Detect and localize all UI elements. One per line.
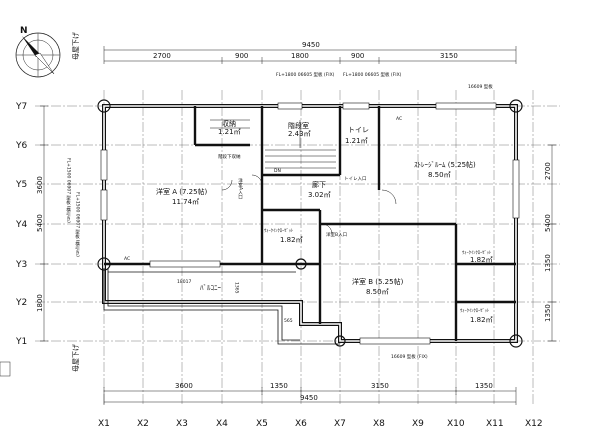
window-tag-left2: FL+1500 06907 型板 (横引き) [75, 192, 81, 257]
stair-treads [210, 119, 336, 169]
room-closet-area: 1.21㎡ [218, 128, 241, 136]
lower-eave-top-label: 母屋下げ [71, 32, 80, 60]
dim-right-2: 5400 [544, 214, 552, 232]
room-yoshitsu-a-name: 洋室 A (7.25帖) [156, 187, 208, 196]
room-toilet-area: 1.21㎡ [345, 137, 368, 145]
columns [97, 99, 523, 348]
room-hall-area: 3.02㎡ [308, 191, 331, 199]
left-dimension-lines [40, 105, 48, 342]
room-wic3-name: ｳｫｰｸｲﾝｸﾛｰｾﾞｯﾄ [460, 307, 489, 314]
legend-box [0, 361, 11, 377]
western-a-entrance-label: 洋室A入口 [238, 177, 244, 201]
axis-y6: Y6 [15, 141, 27, 151]
window-tag-bottom: 16609 型板 (FIX) [391, 353, 428, 360]
bottom-dimension-lines [103, 387, 517, 405]
windows-strips [100, 102, 520, 345]
under-stair-storage-label: 階段下収納 [218, 153, 241, 160]
western-b-entrance-label: 洋室B入口 [326, 231, 347, 238]
dim-bottom-4: 1350 [475, 382, 493, 390]
north-arrow-icon: N [15, 26, 61, 78]
dim-top-1: 2700 [153, 52, 171, 60]
room-stair-area: 2.43㎡ [288, 130, 311, 138]
room-toilet-name: トイレ [348, 126, 369, 134]
axis-y4: Y4 [15, 220, 27, 230]
room-closet-name: 収納 [222, 119, 236, 128]
interior-walls [104, 106, 516, 341]
balcony-outline [103, 268, 340, 345]
dim-right-3: 1350 [544, 254, 552, 272]
dim-bottom-2: 1350 [270, 382, 288, 390]
down-label: DN [274, 168, 281, 174]
axis-x4: X4 [216, 419, 228, 429]
room-storage-name: ｽﾄﾚｰｼﾞﾙｰﾑ (5.25帖) [414, 160, 476, 169]
window-tag-top1: FL+1800 06605 型板 (FIX) [276, 71, 335, 78]
axis-x9: X9 [412, 419, 424, 429]
dim-bottom-1: 3600 [175, 382, 193, 390]
axis-y7: Y7 [15, 102, 27, 112]
room-wic2-name: ｳｫｰｸｲﾝｸﾛｰｾﾞｯﾄ [462, 249, 491, 256]
dim-bottom-3: 3150 [371, 382, 389, 390]
axis-x11: X11 [486, 419, 504, 429]
toilet-entrance-label: トイレ入口 [344, 176, 367, 182]
ac-label-2: AC [124, 256, 130, 262]
axis-y3: Y3 [15, 260, 27, 270]
room-wic1-area: 1.82㎡ [280, 236, 303, 244]
dim-misc-1365: 1365 [234, 282, 240, 294]
dim-top-4: 900 [351, 52, 364, 60]
axis-y2: Y2 [15, 298, 27, 308]
room-yoshitsu-b-name: 洋室 B (5.25帖) [352, 277, 404, 286]
dim-bottom-total: 9450 [300, 394, 318, 402]
axis-x6: X6 [295, 419, 307, 429]
window-tag-top2: FL+1800 06605 型板 (FIX) [343, 71, 402, 78]
door-swings [221, 174, 397, 235]
axis-x5: X5 [256, 419, 268, 429]
room-hall-name: 廊下 [312, 180, 326, 189]
room-wic1-name: ｳｫｰｸｲﾝｸﾛｰｾﾞｯﾄ [264, 227, 293, 234]
axis-x8: X8 [373, 419, 385, 429]
room-yoshitsu-a-area: 11.74㎡ [172, 198, 199, 206]
axis-x3: X3 [176, 419, 188, 429]
window-tag-top3: 16609 型板 [468, 83, 493, 90]
dim-right-4: 1350 [544, 304, 552, 322]
ac-label-1: AC [396, 116, 402, 122]
axis-x12: X12 [525, 419, 543, 429]
dim-left-3: 1800 [36, 294, 44, 312]
north-label: N [20, 26, 28, 36]
room-stair-name: 階段室 [288, 121, 309, 130]
window-tag-balcony: 18017 [177, 279, 191, 285]
dim-top-3: 1800 [291, 52, 309, 60]
dim-top-total: 9450 [302, 41, 320, 49]
room-balcony-name: ﾊﾞﾙｺﾆｰ [200, 284, 221, 292]
axis-x10: X10 [447, 419, 465, 429]
axis-x7: X7 [334, 419, 346, 429]
room-yoshitsu-b-area: 8.50㎡ [366, 288, 389, 296]
room-wic2-area: 1.82㎡ [470, 256, 493, 264]
room-wic3-area: 1.82㎡ [470, 316, 493, 324]
dim-right-1: 2700 [544, 162, 552, 180]
top-dimension-lines [103, 46, 517, 64]
dim-left-2: 5400 [36, 214, 44, 232]
axis-x2: X2 [137, 419, 149, 429]
dim-misc-565: 565 [284, 318, 293, 324]
room-storage-area: 8.50㎡ [428, 171, 451, 179]
dim-left-1: 3600 [36, 176, 44, 194]
lower-eave-bottom-label: 母屋下げ [71, 344, 80, 372]
right-dimension-lines [548, 144, 556, 342]
axis-y1: Y1 [15, 337, 27, 347]
dim-top-5: 3150 [440, 52, 458, 60]
window-tag-left: FL+1500 06907 型板 (横引き) [66, 158, 72, 223]
dim-top-2: 900 [235, 52, 248, 60]
axis-x1: X1 [98, 419, 110, 429]
axis-y5: Y5 [15, 180, 27, 190]
